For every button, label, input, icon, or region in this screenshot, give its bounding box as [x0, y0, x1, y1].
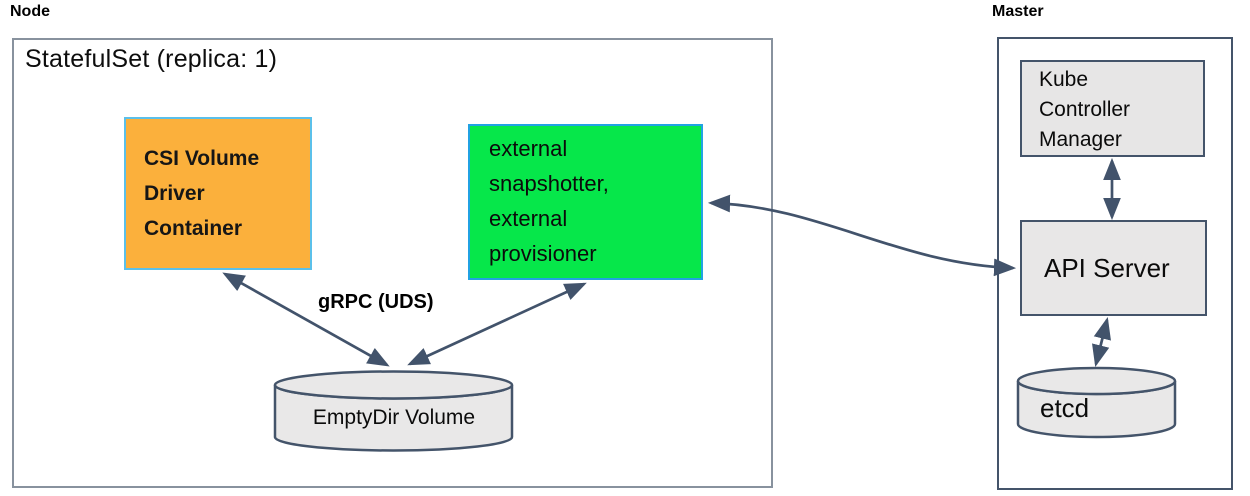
api-server-label: API Server	[1044, 252, 1170, 283]
emptydir-volume-label: EmptyDir Volume	[312, 406, 476, 429]
csi-volume-driver-box: CSI Volume Driver Container	[124, 117, 312, 270]
statefulset-title: StatefulSet (replica: 1)	[25, 45, 278, 73]
external-box-line: provisioner	[489, 241, 597, 266]
csi-box-line: Driver	[144, 182, 205, 205]
external-sidecar-box: external snapshotter, external provision…	[468, 124, 703, 280]
api-server-box: API Server	[1020, 220, 1207, 316]
kube-controller-manager-box: Kube Controller Manager	[1020, 60, 1205, 157]
grpc-uds-label: gRPC (UDS)	[318, 291, 434, 313]
csi-box-line: CSI Volume	[144, 147, 260, 170]
external-box-line: snapshotter,	[489, 171, 609, 196]
node-section-label: Node	[10, 3, 50, 20]
etcd-label: etcd	[1040, 393, 1090, 423]
kcm-box-line: Controller	[1039, 98, 1131, 121]
external-box-line: external	[489, 136, 568, 161]
external-box-line: external	[489, 206, 568, 231]
kcm-box-line: Kube	[1039, 68, 1089, 91]
csi-box-line: Container	[144, 217, 243, 240]
kcm-box-line: Manager	[1039, 128, 1122, 151]
master-section-label: Master	[992, 3, 1044, 20]
